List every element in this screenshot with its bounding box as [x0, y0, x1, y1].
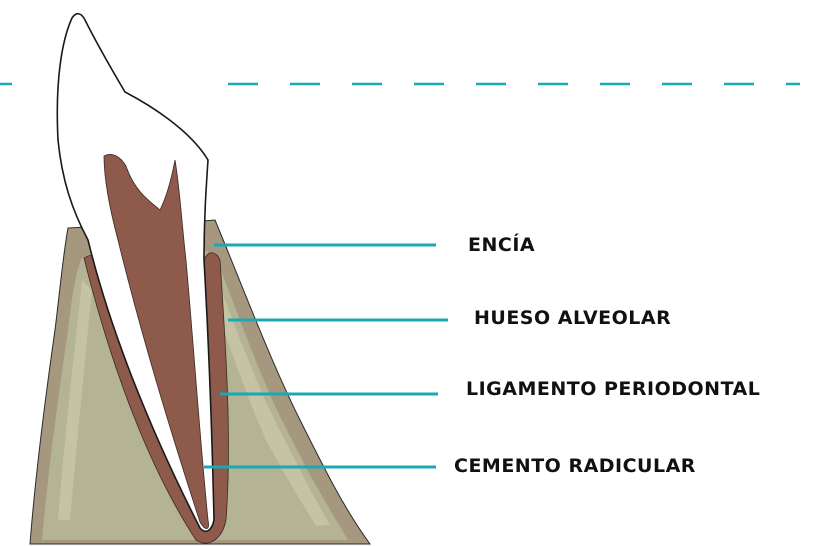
- pulp-canal: [103, 154, 209, 529]
- bone-highlight-right: [206, 270, 330, 526]
- label-cemento-radicular: CEMENTO RADICULAR: [454, 455, 696, 477]
- label-encia: ENCÍA: [468, 234, 536, 256]
- leader-lines: [204, 243, 448, 469]
- label-hueso-alveolar: HUESO ALVEOLAR: [474, 307, 672, 329]
- label-ligamento-periodontal: LIGAMENTO PERIODONTAL: [466, 378, 761, 400]
- bone-highlight-left: [58, 280, 92, 520]
